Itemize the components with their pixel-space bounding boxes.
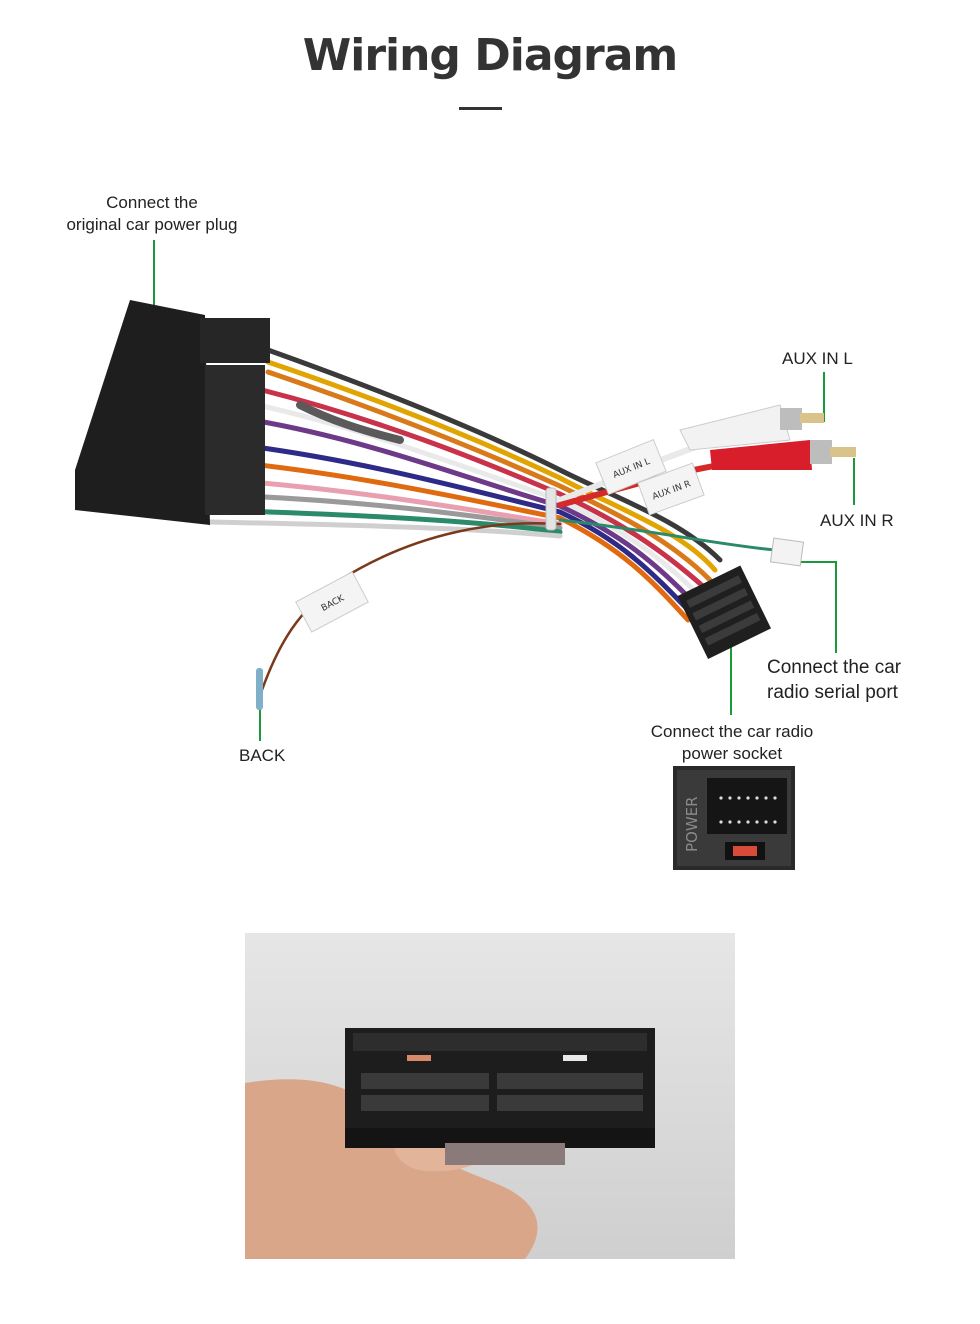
- power-plug-leader-line: [153, 240, 155, 310]
- power-plug-label-line2: original car power plug: [66, 215, 238, 234]
- serial-port-label: Connect the car radio serial port: [767, 655, 901, 705]
- aux-l-tag: AUX IN L: [595, 438, 667, 496]
- page-title: Wiring Diagram: [302, 30, 679, 81]
- power-socket-photo: POWER: [673, 766, 795, 870]
- power-socket-label-line1: Connect the car radio: [650, 722, 814, 741]
- aux-l-rca-plug: [679, 404, 824, 451]
- power-plug-label-line1: Connect the: [106, 193, 198, 212]
- power-plug-label: Connect the original car power plug: [60, 192, 244, 236]
- power-socket-label: Connect the car radio power socket: [640, 721, 824, 765]
- serial-port-leader-h: [800, 561, 836, 563]
- back-leader-line: [259, 705, 261, 741]
- connector-close-up-photo: [245, 933, 735, 1259]
- wiring-harness-illustration: AUX IN L AUX IN R BACK: [75, 300, 856, 710]
- serial-port-leader-v: [835, 561, 837, 653]
- power-plug-connector: [75, 300, 270, 525]
- socket-power-text: POWER: [683, 796, 701, 852]
- aux-r-leader-line: [853, 458, 855, 505]
- power-socket-leader-line: [730, 643, 732, 715]
- aux-l-leader-line: [823, 372, 825, 422]
- serial-port-connector: [769, 537, 805, 567]
- back-tag: BACK: [295, 571, 369, 633]
- aux-l-label: AUX IN L: [782, 349, 853, 368]
- back-label: BACK: [239, 746, 286, 765]
- title-underline: [459, 107, 502, 110]
- aux-r-tag: AUX IN R: [637, 462, 705, 516]
- power-socket-label-line2: power socket: [681, 744, 783, 763]
- power-socket-connector: [677, 565, 772, 660]
- aux-r-label: AUX IN R: [820, 511, 894, 530]
- aux-r-rca-plug: [710, 440, 856, 470]
- serial-port-label-line1: Connect the car: [767, 657, 902, 678]
- back-wire-tip: [256, 668, 263, 710]
- serial-port-label-line2: radio serial port: [767, 682, 898, 703]
